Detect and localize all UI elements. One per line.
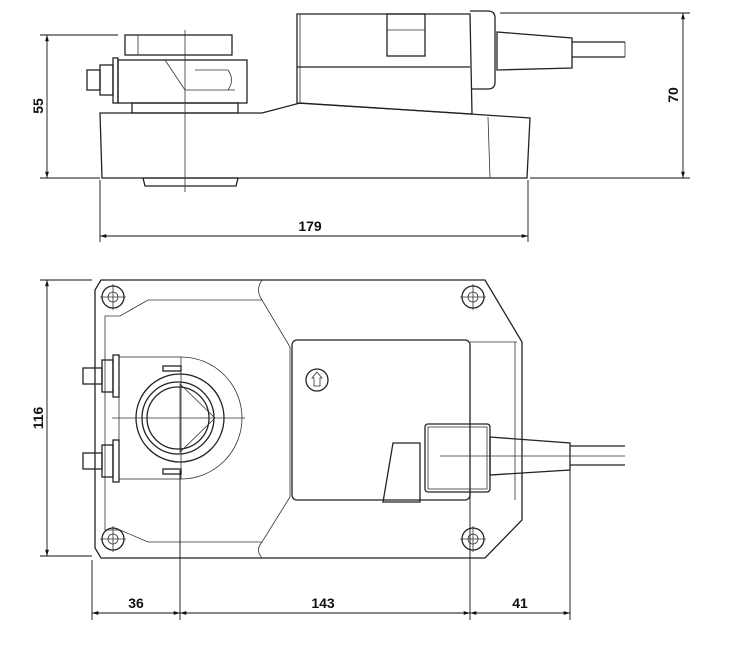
cable (496, 31, 626, 71)
dimension-label-55: 55 (30, 98, 46, 114)
dimension-label-41: 41 (512, 595, 528, 611)
mounting-hole (460, 284, 486, 310)
dimension-116: 116 (30, 279, 92, 557)
cover-plate (291, 339, 517, 503)
dimension-label-116: 116 (30, 406, 46, 429)
side-view: 55 70 179 (30, 10, 690, 242)
dimension-label-36: 36 (128, 595, 144, 611)
manual-override-icon (305, 368, 329, 392)
mounting-hole (100, 284, 126, 310)
motor-housing (296, 10, 496, 115)
shaft-clamp (82, 354, 245, 483)
cable-connector (424, 423, 625, 493)
dimension-label-143: 143 (311, 595, 335, 611)
dimension-70: 70 (500, 12, 690, 179)
dimension-179: 179 (99, 180, 529, 242)
latch (382, 442, 421, 503)
mounting-hole (460, 526, 486, 552)
bottom-view: 116 36 143 41 (30, 279, 625, 620)
shaft-clamp (86, 34, 248, 114)
dimension-label-179: 179 (298, 218, 322, 234)
mounting-hole (100, 526, 126, 552)
dimension-55: 55 (30, 34, 118, 179)
dimension-label-70: 70 (665, 87, 681, 103)
dimension-chain-bottom: 36 143 41 (91, 470, 571, 620)
mounting-holes (100, 284, 486, 552)
actuator-base (99, 102, 531, 187)
